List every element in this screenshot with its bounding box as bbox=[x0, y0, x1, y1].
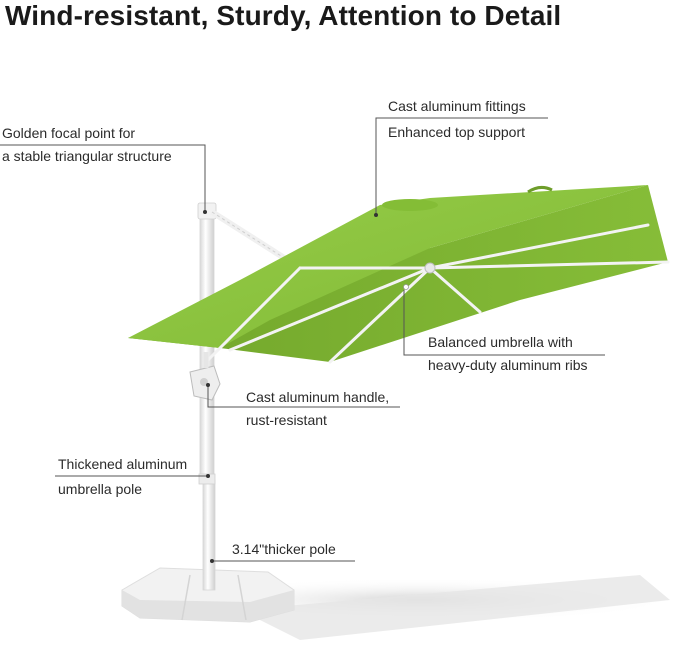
aluminum-ribs bbox=[206, 223, 670, 364]
callout-handle-line2: rust-resistant bbox=[246, 412, 327, 428]
leader-lines bbox=[0, 117, 605, 562]
callout-fittings-line1: Cast aluminum fittings bbox=[388, 98, 526, 114]
callout-thickness: 3.14"thicker pole bbox=[232, 538, 336, 561]
page-title: Wind-resistant, Sturdy, Attention to Det… bbox=[5, 0, 562, 31]
umbrella-handle bbox=[189, 352, 221, 401]
callout-focal-point-line1: Golden focal point for bbox=[2, 125, 136, 141]
canopy-shadow bbox=[240, 575, 670, 640]
callout-pole-line2: umbrella pole bbox=[58, 481, 143, 497]
callout-fittings: Cast aluminum fittings Enhanced top supp… bbox=[388, 95, 526, 144]
callout-handle-line1: Cast aluminum handle, bbox=[246, 389, 390, 405]
callout-ribs-line2: heavy-duty aluminum ribs bbox=[428, 357, 588, 373]
callout-handle: Cast aluminum handle, rust-resistant bbox=[246, 386, 389, 432]
callout-ribs-line1: Balanced umbrella with bbox=[428, 334, 573, 350]
callout-fittings-line2: Enhanced top support bbox=[388, 124, 525, 140]
callout-pole-line1: Thickened aluminum bbox=[58, 456, 188, 472]
callout-focal-point: Golden focal point for a stable triangul… bbox=[2, 122, 172, 168]
callout-ribs: Balanced umbrella with heavy-duty alumin… bbox=[428, 331, 588, 377]
callout-focal-point-line2: a stable triangular structure bbox=[2, 148, 172, 164]
leader-dots bbox=[203, 210, 378, 563]
umbrella-base bbox=[121, 567, 295, 623]
callout-thickness-line1: 3.14"thicker pole bbox=[232, 541, 336, 557]
callout-pole: Thickened aluminum umbrella pole bbox=[58, 453, 187, 501]
top-fitting bbox=[382, 185, 553, 290]
